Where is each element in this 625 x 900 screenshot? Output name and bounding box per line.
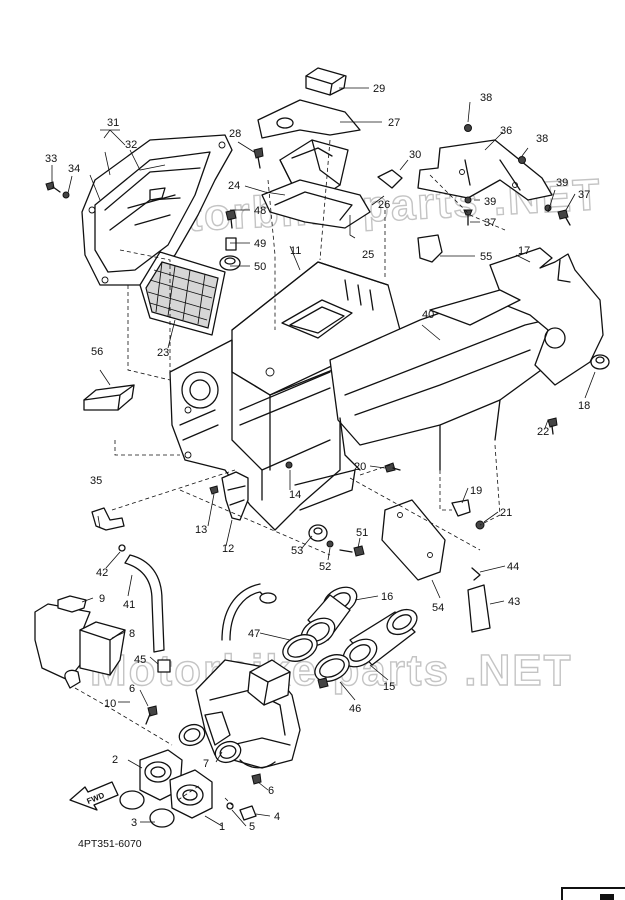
callout-22: 22 [537, 426, 549, 438]
callout-20: 20 [354, 461, 366, 473]
foam-blocks [83, 67, 403, 411]
callout-47: 47 [248, 628, 260, 640]
callout-42: 42 [96, 567, 108, 579]
carburetor-assembly [195, 583, 301, 769]
callout-13: 13 [195, 524, 207, 536]
carburetor-joints [282, 586, 418, 689]
callout-43: 43 [508, 596, 520, 608]
callout-46: 46 [349, 703, 361, 715]
callout-52: 52 [319, 561, 331, 573]
callout-18: 18 [578, 400, 590, 412]
callout-38a: 38 [480, 92, 492, 104]
callout-33: 33 [45, 153, 57, 165]
callout-15: 15 [383, 681, 395, 693]
callout-4: 4 [274, 811, 280, 823]
sub-air-box [34, 595, 171, 689]
callout-44: 44 [507, 561, 519, 573]
callout-3: 3 [131, 817, 137, 829]
callout-32: 32 [125, 139, 137, 151]
callout-23: 23 [157, 347, 169, 359]
callout-9: 9 [99, 593, 105, 605]
callout-25: 25 [362, 249, 374, 261]
callout-50: 50 [254, 261, 266, 273]
callout-26: 26 [378, 199, 390, 211]
callout-6a: 6 [129, 683, 135, 695]
callout-14: 14 [289, 489, 301, 501]
fwd-arrow-icon: FWD [69, 781, 119, 811]
callout-30: 30 [409, 149, 421, 161]
fasteners [45, 124, 610, 557]
seal-plate [381, 499, 491, 633]
callout-29: 29 [373, 83, 385, 95]
callout-5: 5 [249, 821, 255, 833]
callout-27: 27 [388, 117, 400, 129]
callout-36: 36 [500, 125, 512, 137]
stay-bracket [209, 471, 249, 521]
callout-56: 56 [91, 346, 103, 358]
callout-39a: 39 [556, 177, 568, 189]
callout-37b: 37 [484, 217, 496, 229]
callout-1: 1 [219, 821, 225, 833]
intake-duct [329, 247, 604, 471]
callout-17: 17 [518, 245, 530, 257]
intake-manifolds: FWD [69, 705, 262, 828]
callout-19: 19 [470, 485, 482, 497]
air-filter-element [139, 251, 226, 336]
callout-35: 35 [90, 475, 102, 487]
duct-top-parts [257, 99, 371, 229]
callout-40: 40 [422, 309, 434, 321]
plate [417, 234, 443, 263]
callout-8: 8 [129, 628, 135, 640]
callout-2: 2 [112, 754, 118, 766]
callout-45: 45 [134, 654, 146, 666]
diagram-code: 4PT351-6070 [78, 838, 142, 850]
callout-10: 10 [104, 698, 116, 710]
callout-53: 53 [291, 545, 303, 557]
callout-24: 24 [228, 180, 240, 192]
callout-34: 34 [68, 163, 80, 175]
callout-48: 48 [254, 205, 266, 217]
callout-51: 51 [356, 527, 368, 539]
callout-39b: 39 [484, 196, 496, 208]
callout-12: 12 [222, 543, 234, 555]
callout-7: 7 [203, 758, 209, 770]
callout-11: 11 [290, 245, 301, 257]
air-cleaner-case [169, 261, 401, 531]
breather-hose [91, 507, 165, 653]
callout-54: 54 [432, 602, 444, 614]
callout-28: 28 [229, 128, 241, 140]
leader-lines [51, 87, 596, 827]
callout-55: 55 [480, 251, 492, 263]
callout-21: 21 [500, 507, 512, 519]
callout-31: 31 [107, 117, 119, 129]
callout-37: 37 [578, 189, 590, 201]
callout-numbers: 29 27 38 36 38 31 32 28 30 33 34 24 26 3… [45, 83, 590, 833]
callout-38b: 38 [536, 133, 548, 145]
corner-tab [561, 887, 625, 900]
callout-41: 41 [123, 599, 135, 611]
air-cleaner-cap [81, 134, 233, 286]
bracket [417, 139, 553, 201]
callout-49: 49 [254, 238, 266, 250]
callout-6b: 6 [268, 785, 274, 797]
callout-16: 16 [381, 591, 393, 603]
